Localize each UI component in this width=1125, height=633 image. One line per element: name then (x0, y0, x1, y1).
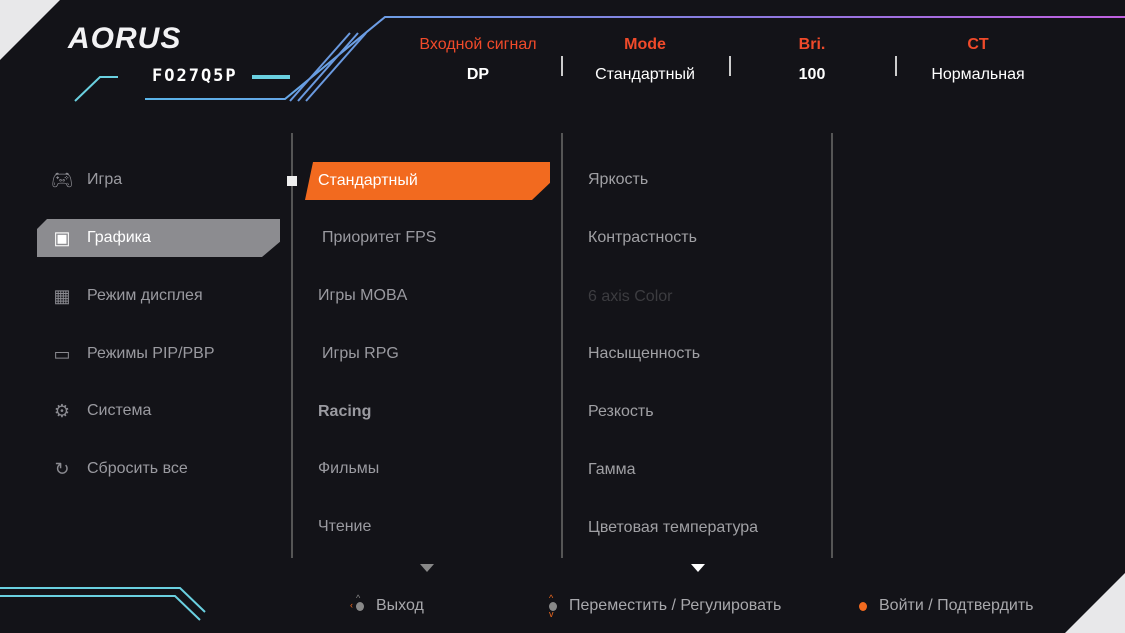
pip-icon: ▭ (53, 343, 71, 364)
grid-icon: ▦ (53, 285, 71, 306)
selection-marker (287, 176, 297, 186)
header-divider (895, 56, 897, 76)
column-divider (291, 133, 293, 558)
footer-exit: ‹^ Выход (350, 594, 424, 616)
header-brightness: Bri.100 (798, 36, 826, 83)
mode-rpg[interactable]: Игры RPG (322, 345, 399, 362)
menu-item-reset[interactable]: ↻ Сбросить все (37, 450, 280, 488)
menu-label: Режимы PIP/PBP (87, 345, 215, 362)
menu-label: Система (87, 402, 152, 419)
setting-sharpness[interactable]: Резкость (588, 403, 654, 420)
setting-saturation[interactable]: Насыщенность (588, 345, 701, 362)
model-name: FO27Q5P (152, 66, 238, 86)
column-divider (831, 133, 833, 558)
joystick-left-icon: ‹^ (350, 594, 370, 616)
menu-item-pip-pbp[interactable]: ▭ Режимы PIP/PBP (37, 335, 280, 373)
joystick-updown-icon: ^v (543, 594, 563, 619)
menu-item-display-mode[interactable]: ▦ Режим дисплея (37, 277, 280, 315)
joystick-press-icon (853, 596, 873, 616)
picture-icon: ▣ (53, 227, 71, 248)
setting-brightness[interactable]: Яркость (588, 171, 649, 188)
footer-label: Выход (376, 597, 424, 614)
scroll-down-icon[interactable] (691, 564, 705, 572)
aorus-logo: AORUS (68, 22, 182, 55)
setting-gamma[interactable]: Гамма (588, 461, 636, 478)
footer-label: Войти / Подтвердить (879, 597, 1034, 614)
footer-label: Переместить / Регулировать (569, 597, 782, 614)
menu-label: Графика (87, 229, 151, 246)
setting-6-axis-color: 6 axis Color (588, 288, 673, 305)
header-divider (729, 56, 731, 76)
footer-move: ^v Переместить / Регулировать (543, 594, 782, 619)
mode-moba[interactable]: Игры MOBA (318, 287, 408, 304)
gear-icon: ⚙ (53, 400, 71, 421)
mode-standard[interactable]: Стандартный (305, 162, 550, 200)
menu-item-game[interactable]: 🎮︎ Игра (37, 161, 280, 199)
mode-fps[interactable]: Приоритет FPS (322, 229, 437, 246)
mode-movies[interactable]: Фильмы (318, 460, 380, 477)
column-divider (561, 133, 563, 558)
setting-color-temperature[interactable]: Цветовая температура (588, 519, 759, 536)
scroll-down-icon[interactable] (420, 564, 434, 572)
menu-item-system[interactable]: ⚙ Система (37, 392, 280, 430)
menu-label: Игра (87, 171, 123, 188)
header-divider (561, 56, 563, 76)
mode-reading[interactable]: Чтение (318, 518, 372, 535)
corner-decoration (0, 0, 60, 60)
reset-icon: ↻ (54, 458, 70, 479)
setting-contrast[interactable]: Контрастность (588, 229, 697, 246)
mode-racing[interactable]: Racing (318, 403, 372, 420)
menu-label: Режим дисплея (87, 287, 203, 304)
menu-item-graphics[interactable]: ▣ Графика (37, 219, 280, 257)
footer-enter: Войти / Подтвердить (853, 596, 1034, 616)
menu-label: Сбросить все (87, 460, 188, 477)
gamepad-icon: 🎮︎ (50, 169, 74, 190)
